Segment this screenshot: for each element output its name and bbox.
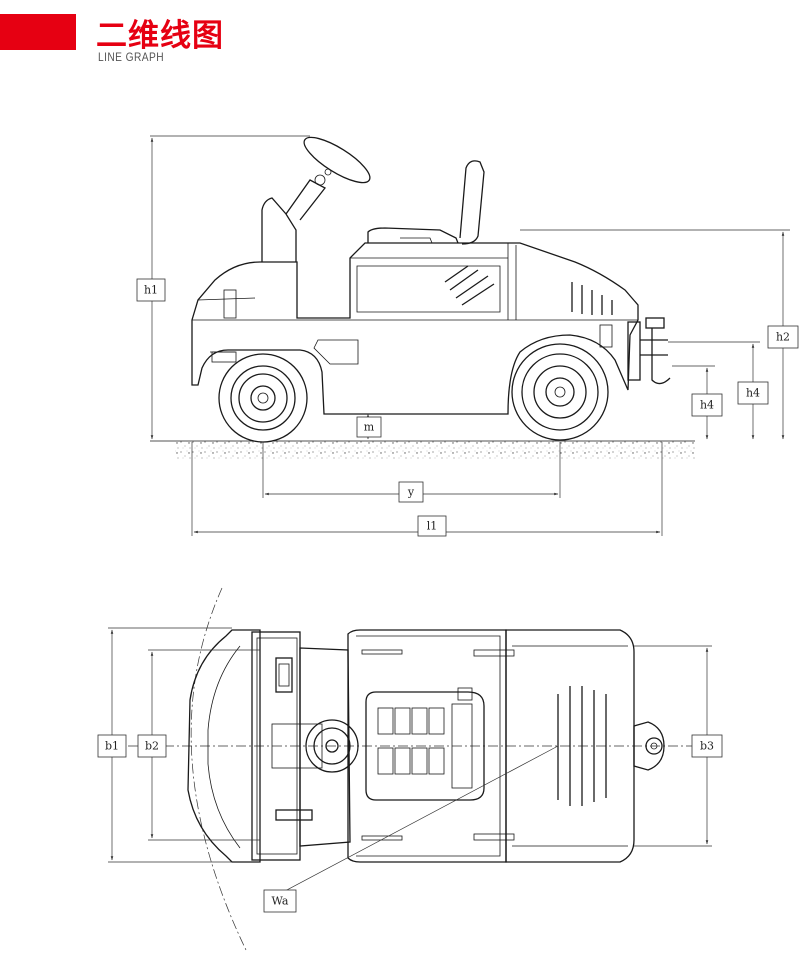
hood-vents [557,686,607,806]
steering-wheel [303,136,371,184]
dim-label-l1: l1 [427,520,438,533]
dim-label-h1: h1 [144,284,158,297]
ground-hatch [175,441,695,459]
dim-label-h4-left: h4 [700,399,714,412]
control-panel [275,657,293,693]
side-vents [444,265,613,315]
seat-top [365,687,485,801]
wa-leader-line [267,745,559,901]
dim-label-m: m [364,421,375,434]
header-accent-bar [0,14,76,50]
dim-label-wa: Wa [272,895,289,908]
vehicle-body [191,242,639,415]
step-plate [313,339,359,365]
front-wheel [511,343,609,441]
dim-label-y: y [407,486,415,499]
steering-wheel-top [305,719,359,773]
tow-hitch-top [633,721,665,771]
top-view: b1 b2 b3 Wa [97,587,723,951]
page-subtitle: LINE GRAPH [98,50,165,64]
rear-tail-lamp [223,289,237,319]
pedal [275,809,313,821]
side-view: h1 h2 h4 h4 m y l1 [136,135,799,537]
dim-label-h4-right: h4 [746,387,760,400]
rear-wheel [218,353,308,443]
turning-radius-arc [190,587,247,951]
steering-column [261,197,297,262]
tow-hitch-side [599,317,671,385]
rear-bumper-top [187,629,261,863]
dim-label-b2: b2 [145,740,159,753]
dim-label-b1: b1 [105,740,119,753]
dim-label-h2: h2 [776,331,790,344]
page-title: 二维线图 [96,18,224,54]
driver-seat [367,160,485,245]
dim-label-b3: b3 [700,740,714,753]
